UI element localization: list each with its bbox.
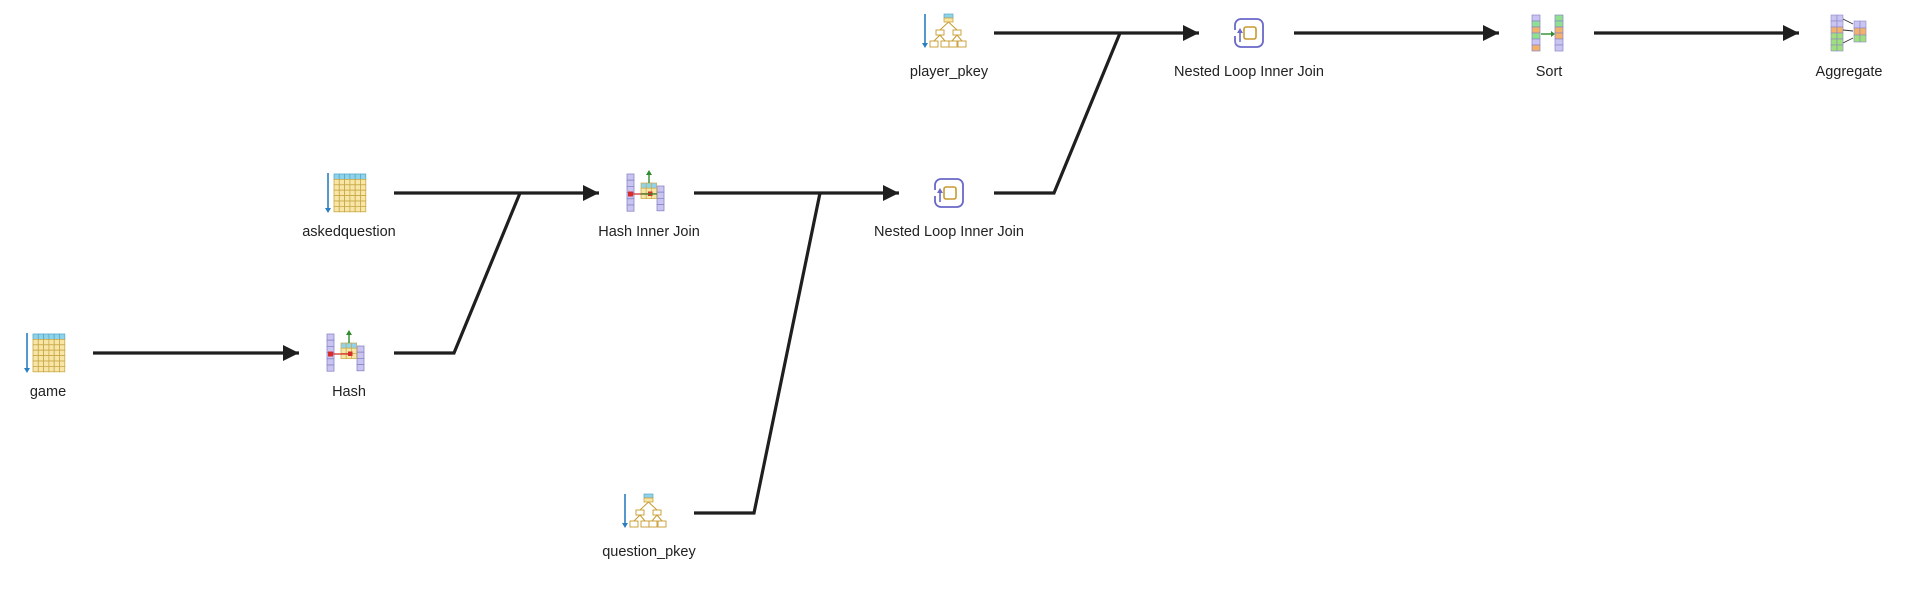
index-scan-icon[interactable]	[922, 9, 975, 57]
edges-layer	[93, 25, 1799, 515]
hash-join-icon[interactable]	[623, 169, 675, 217]
node-label-question-pkey: question_pkey	[602, 544, 696, 560]
node-label-aggregate: Aggregate	[1815, 64, 1883, 80]
sort-icon[interactable]	[1523, 9, 1575, 57]
aggregate-icon[interactable]	[1823, 9, 1875, 57]
node-label-nested-loop-1: Nested Loop Inner Join	[874, 224, 1024, 240]
node-label-game: game	[29, 384, 67, 400]
nodes-layer	[22, 9, 1875, 537]
seq-scan-icon[interactable]	[323, 169, 375, 217]
node-label-player-pkey: player_pkey	[909, 64, 989, 80]
node-label-sort: Sort	[1535, 64, 1563, 80]
edge-question_pkey-to-nested_loop_1	[694, 192, 822, 515]
node-label-nested-loop-2: Nested Loop Inner Join	[1174, 64, 1324, 80]
index-scan-icon[interactable]	[622, 489, 675, 537]
nested-loop-icon[interactable]	[923, 169, 975, 217]
node-label-hash-inner-join: Hash Inner Join	[598, 224, 700, 240]
edge-nested_loop_1-to-nested_loop_2	[994, 32, 1122, 195]
node-label-hash: Hash	[332, 384, 366, 400]
hash-icon[interactable]	[323, 329, 375, 377]
nested-loop-icon[interactable]	[1223, 9, 1275, 57]
edge-hash-to-hash_inner_join	[394, 192, 522, 355]
seq-scan-icon[interactable]	[22, 329, 74, 377]
node-label-askedquestion: askedquestion	[302, 224, 396, 240]
